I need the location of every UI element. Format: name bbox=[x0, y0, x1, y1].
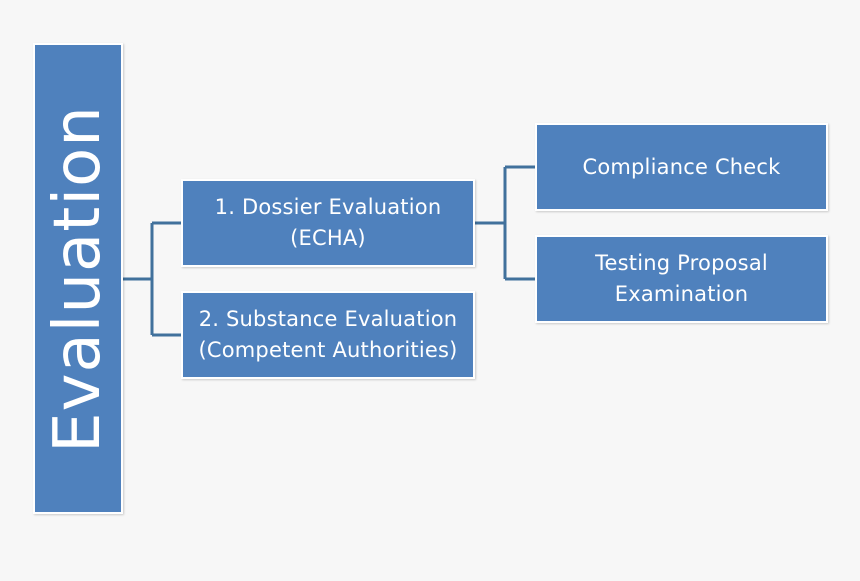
node-testing-proposal-examination: Testing Proposal Examination bbox=[535, 235, 828, 323]
node-substance-line-2: (Competent Authorities) bbox=[198, 338, 458, 362]
node-dossier-line-2: (ECHA) bbox=[290, 226, 366, 250]
node-substance-evaluation: 2. Substance Evaluation (Competent Autho… bbox=[181, 291, 475, 379]
node-compliance-check: Compliance Check bbox=[535, 123, 828, 211]
node-testing-line-1: Testing Proposal bbox=[595, 251, 768, 275]
node-compliance-line-1: Compliance Check bbox=[582, 154, 781, 179]
node-testing-line-2: Examination bbox=[614, 282, 749, 306]
node-dossier-evaluation: 1. Dossier Evaluation (ECHA) bbox=[181, 179, 475, 267]
root-node-label: Evaluation bbox=[41, 104, 115, 453]
connector-dossier-to-checks bbox=[475, 165, 535, 281]
root-node-evaluation: Evaluation bbox=[33, 43, 123, 514]
connector-root-to-children bbox=[123, 221, 181, 337]
node-dossier-line-1: 1. Dossier Evaluation bbox=[214, 195, 442, 219]
node-substance-line-1: 2. Substance Evaluation bbox=[198, 307, 458, 331]
